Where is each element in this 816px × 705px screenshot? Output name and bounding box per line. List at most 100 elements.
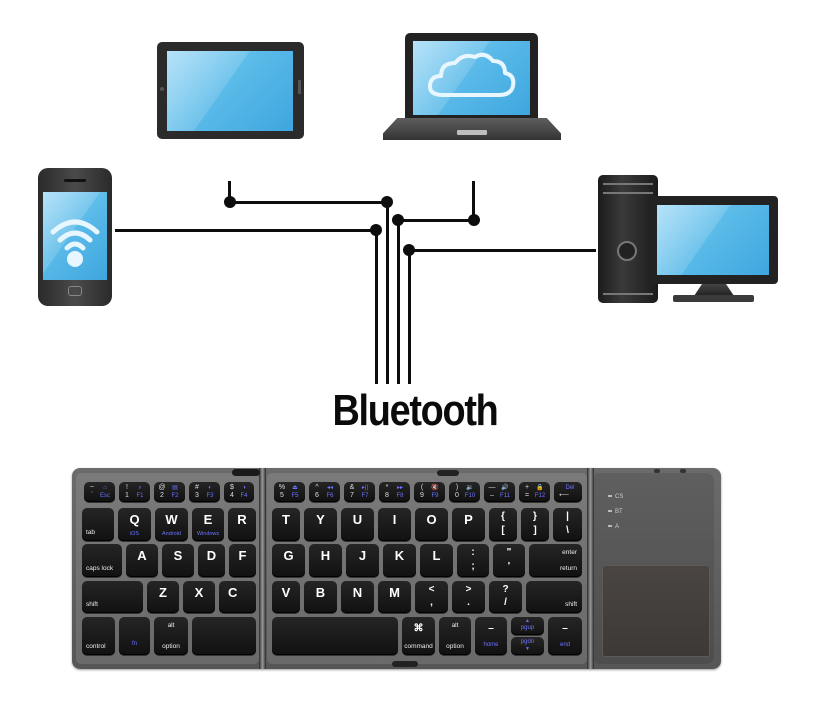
key-bracket-right[interactable]: } ]: [521, 508, 549, 541]
key-2-f2[interactable]: @ 2 ▤ F2: [154, 482, 185, 502]
foldable-bluetooth-keyboard: ~ ` ⌂ Esc ! 1 ⌕ F1 @ 2 ▤ F2 # 3 ◐ F3 $ 4…: [72, 468, 721, 669]
tower-drive-bay: [603, 183, 653, 185]
indicator-bt: BT: [608, 509, 623, 515]
key-i[interactable]: I: [378, 508, 411, 541]
key-1-f1[interactable]: ! 1 ⌕ F1: [119, 482, 150, 502]
key-h[interactable]: H: [309, 544, 342, 577]
key-y[interactable]: Y: [304, 508, 337, 541]
key-minus-f11[interactable]: — – 🔊 F11: [484, 482, 515, 502]
key-n[interactable]: N: [341, 581, 374, 613]
desktop-monitor: [648, 196, 778, 284]
laptop-device: [405, 33, 538, 119]
key-5-f5[interactable]: % 5 ⏏ F5: [274, 482, 305, 502]
indicator-cs: CS: [608, 494, 623, 500]
key-b[interactable]: B: [304, 581, 337, 613]
key-7-f7[interactable]: & 7 ▸|| F7: [344, 482, 375, 502]
laptop-line-vertical: [397, 220, 400, 384]
key-tab[interactable]: tab: [82, 508, 114, 541]
key-slash[interactable]: ? /: [489, 581, 522, 613]
key-bracket-left[interactable]: { [: [489, 508, 517, 541]
key-k[interactable]: K: [383, 544, 416, 577]
key-option-right[interactable]: alt option: [439, 617, 471, 655]
key-0-f10[interactable]: ) 0 🔉 F10: [449, 482, 480, 502]
key-f[interactable]: F: [229, 544, 256, 577]
key-v[interactable]: V: [272, 581, 300, 613]
key-c[interactable]: C: [219, 581, 256, 613]
tablet-line-down: [228, 181, 231, 203]
monitor-stand-foot: [673, 295, 754, 302]
key-e[interactable]: E Windows: [192, 508, 224, 541]
tower-drive-bay: [603, 192, 653, 194]
key-equal-f12[interactable]: + = 🔒 F12: [519, 482, 550, 502]
key-d[interactable]: D: [198, 544, 225, 577]
key-fn[interactable]: fn: [119, 617, 150, 655]
key-control[interactable]: control: [82, 617, 115, 655]
top-notch: [437, 470, 459, 476]
key-backslash[interactable]: | \: [553, 508, 582, 541]
laptop-trackpad: [457, 130, 487, 135]
key-t[interactable]: T: [272, 508, 300, 541]
keyboard-touchpad-panel: CS BT A: [594, 469, 714, 664]
key-period[interactable]: > .: [452, 581, 485, 613]
laptop-base: [383, 118, 561, 140]
key-s[interactable]: S: [162, 544, 194, 577]
key-shift-right[interactable]: shift: [526, 581, 582, 613]
key-w[interactable]: W Android: [155, 508, 188, 541]
key-command[interactable]: ⌘ command: [402, 617, 435, 655]
phone-line-vertical: [375, 230, 378, 384]
key-esc[interactable]: ~ ` ⌂ Esc: [84, 482, 115, 502]
key-shift-left[interactable]: shift: [82, 581, 143, 613]
key-right-end[interactable]: – end: [548, 617, 582, 655]
tablet-line-vertical: [386, 202, 389, 384]
monitor-stand-neck: [694, 284, 734, 296]
phone-speaker: [64, 179, 86, 182]
charge-port: [680, 469, 686, 473]
key-j[interactable]: J: [346, 544, 379, 577]
key-z[interactable]: Z: [147, 581, 179, 613]
laptop-screen: [413, 41, 530, 115]
key-semicolon[interactable]: : ;: [457, 544, 489, 577]
phone-home-button: [68, 286, 82, 296]
key-a[interactable]: A: [126, 544, 158, 577]
indicator-caps: A: [608, 524, 619, 530]
key-p[interactable]: P: [452, 508, 485, 541]
tablet-line-horizontal: [230, 201, 387, 204]
bottom-notch: [392, 661, 418, 667]
key-enter[interactable]: enter return: [529, 544, 582, 577]
key-caps-lock[interactable]: caps lock: [82, 544, 122, 577]
desktop-line-vertical: [408, 250, 411, 384]
key-quote[interactable]: " ': [493, 544, 525, 577]
key-u[interactable]: U: [341, 508, 374, 541]
tablet-camera: [160, 87, 164, 91]
key-6-f6[interactable]: ^ 6 ◂◂ F6: [309, 482, 340, 502]
key-up-pgup[interactable]: ▲ pgup: [511, 617, 544, 635]
key-down-pgdn[interactable]: pgdn ▼: [511, 637, 544, 655]
key-option-left[interactable]: alt option: [154, 617, 188, 655]
key-comma[interactable]: < ,: [415, 581, 448, 613]
laptop-line-down: [472, 181, 475, 220]
touchpad[interactable]: [602, 565, 710, 657]
key-space-right[interactable]: [272, 617, 398, 655]
key-4-f4[interactable]: $ 4 ◑ F4: [224, 482, 254, 502]
laptop-line-horizontal: [399, 219, 473, 222]
hinge-clip: [232, 469, 260, 476]
key-o[interactable]: O: [415, 508, 448, 541]
key-q[interactable]: Q iOS: [118, 508, 151, 541]
key-r[interactable]: R: [228, 508, 256, 541]
desktop-line-horizontal: [410, 249, 596, 252]
key-8-f8[interactable]: * 8 ▸▸ F8: [379, 482, 410, 502]
bluetooth-label: Bluetooth: [332, 386, 499, 435]
key-m[interactable]: M: [378, 581, 411, 613]
key-left-home[interactable]: – home: [475, 617, 507, 655]
phone-line-horizontal: [115, 229, 377, 232]
key-l[interactable]: L: [420, 544, 453, 577]
tablet-device: [157, 42, 304, 139]
key-g[interactable]: G: [272, 544, 305, 577]
key-3-f3[interactable]: # 3 ◐ F3: [189, 482, 220, 502]
key-space-left[interactable]: [192, 617, 256, 655]
power-switch[interactable]: [654, 469, 660, 473]
key-x[interactable]: X: [183, 581, 215, 613]
key-delete[interactable]: Del ⟵: [554, 482, 582, 502]
key-9-f9[interactable]: ( 9 🔇 F9: [414, 482, 445, 502]
keyboard-hinge-left: [259, 468, 266, 669]
